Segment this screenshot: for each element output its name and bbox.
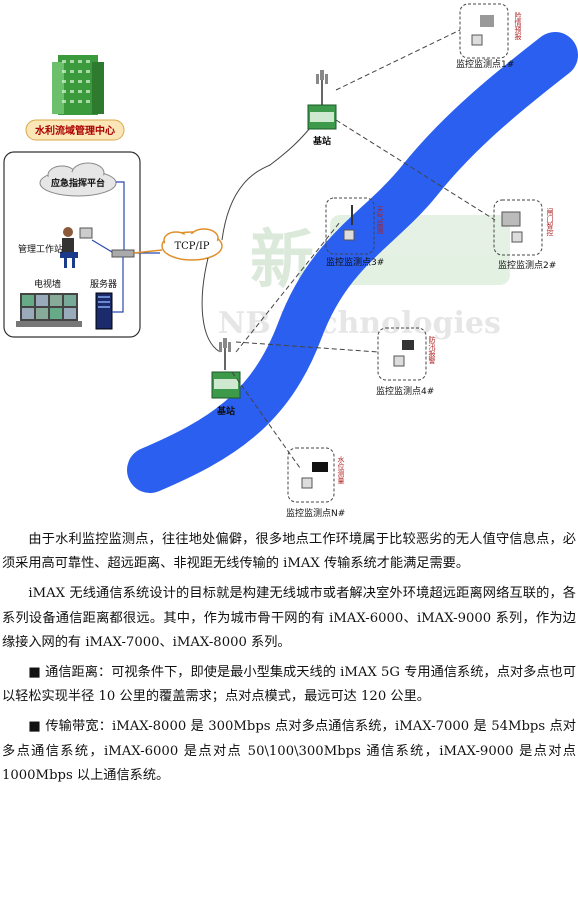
monitor-point-3: 天气监测 <box>325 197 384 255</box>
monitor-point-1-label: 监控监测点1# <box>456 58 514 70</box>
watermark-en: NB Technologies <box>218 306 501 341</box>
workstation-label: 管理工作站 <box>18 243 63 255</box>
monitor-point-2-tag: 闸门智控 <box>546 208 554 237</box>
fiber-link-bottom <box>201 257 221 353</box>
management-center-label-box <box>25 119 125 141</box>
tcp-ip-label: TCP/IP <box>174 241 209 252</box>
building-icon <box>52 55 104 115</box>
monitor-point-2-label: 监控监测点2# <box>498 259 556 271</box>
server-icon <box>95 292 113 330</box>
monitor-point-n: 水位测量 <box>287 447 345 503</box>
switch-icon <box>111 249 135 258</box>
water-level-sensor-icon <box>312 462 328 472</box>
management-center-label: 水利流域管理中心 <box>34 124 115 137</box>
monitor-point-4-tag: 防汛报警 <box>428 335 436 365</box>
water-monitoring-network-diagram: 新 NB Technologies 水利流域管理中心 <box>3 3 578 519</box>
orange-link <box>133 249 163 254</box>
server-label: 服务器 <box>90 278 117 290</box>
tv-wall-icon <box>16 293 82 327</box>
monitor-point-4-label: 监控监测点4# <box>376 385 434 397</box>
horn-icon <box>480 15 494 27</box>
base-station-bottom-label: 基站 <box>216 405 235 417</box>
base-station-top-icon <box>307 70 337 130</box>
base-station-top-label: 基站 <box>312 135 331 147</box>
monitor-point-2: 闸门智控 <box>493 199 554 256</box>
paragraph-2: iMAX 无线通信系统设计的目标就是构建无线城市或者解决室外环境超远距离网络互联… <box>2 586 576 650</box>
tv-wall-label: 电视墙 <box>34 278 61 290</box>
paragraph-3: ■ 通信距离：可视条件下，即使是最小型集成天线的 iMAX 5G 专用通信系统，… <box>2 665 576 705</box>
monitor-point-n-tag: 水位测量 <box>337 455 345 484</box>
fiber-link-top <box>221 127 311 241</box>
workstation-icon <box>60 227 93 268</box>
body-text: 由于水利监控监测点，往往地处偏僻，很多地点工作环境属于比较恶劣的无人值守信息点，… <box>0 528 578 794</box>
emergency-platform-label: 应急指挥平台 <box>51 177 105 189</box>
river <box>127 32 578 493</box>
gate-control-icon <box>501 211 521 227</box>
monitor-point-1-tag: 险情预报 <box>514 11 522 41</box>
monitor-point-n-label: 监控监测点N# <box>286 507 345 519</box>
monitor-point-3-tag: 天气监测 <box>376 206 384 235</box>
base-station-bottom-icon <box>211 338 241 399</box>
monitor-point-3-label: 监控监测点3# <box>326 256 384 268</box>
cloud-icon <box>39 162 117 197</box>
monitor-point-1: 险情预报 <box>459 3 522 59</box>
paragraph-1: 由于水利监控监测点，往往地处偏僻，很多地点工作环境属于比较恶劣的无人值守信息点，… <box>2 532 576 572</box>
tcp-ip-cloud-icon <box>161 228 223 261</box>
monitor-point-4: 防汛报警 <box>377 327 436 381</box>
alarm-icon <box>402 340 414 350</box>
management-area <box>3 151 141 338</box>
paragraph-4: ■ 传输带宽：iMAX-8000 是 300Mbps 点对多点通信系统，iMAX… <box>2 719 576 783</box>
